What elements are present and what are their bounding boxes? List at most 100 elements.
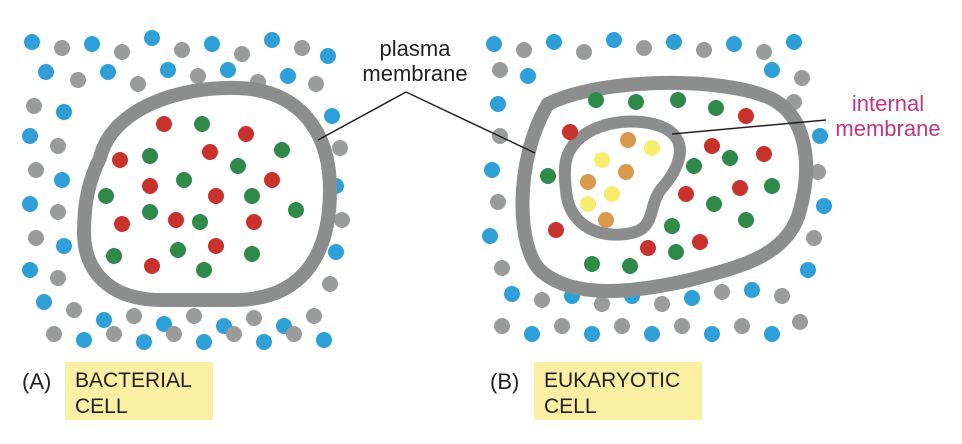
green-molecule	[230, 158, 246, 174]
blue-molecule	[606, 32, 622, 48]
grey-molecule	[792, 314, 808, 330]
green-molecule	[274, 142, 290, 158]
red-molecule	[548, 222, 564, 238]
blue-molecule	[316, 332, 332, 348]
red-molecule	[208, 188, 224, 204]
grey-molecule	[308, 76, 324, 92]
grey-molecule	[28, 162, 44, 178]
grey-molecule	[66, 302, 82, 318]
internal-label-line1: internal	[851, 91, 925, 116]
plasma-label-line2: membrane	[362, 61, 468, 86]
blue-molecule	[704, 326, 720, 342]
green-molecule	[628, 94, 644, 110]
blue-molecule	[100, 64, 116, 80]
grey-molecule	[674, 318, 690, 334]
blue-molecule	[328, 244, 344, 260]
grey-molecule	[636, 40, 652, 56]
grey-molecule	[806, 230, 822, 246]
orange-molecule	[580, 174, 596, 190]
internal-label-line2: membrane	[835, 116, 941, 141]
internal-leader	[671, 119, 827, 135]
green-molecule	[764, 178, 780, 194]
blue-molecule	[786, 34, 802, 50]
green-molecule	[288, 202, 304, 218]
green-molecule	[194, 116, 210, 132]
grey-molecule	[106, 326, 122, 342]
blue-molecule	[764, 62, 780, 78]
blue-molecule	[684, 290, 700, 306]
red-molecule	[678, 186, 694, 202]
red-molecule	[264, 172, 280, 188]
blue-molecule	[156, 316, 172, 332]
plasma-membrane-label: plasma membrane	[360, 36, 470, 86]
grey-molecule	[334, 212, 350, 228]
blue-molecule	[546, 34, 562, 50]
red-molecule	[238, 126, 254, 142]
internal-membrane-label: internal membrane	[826, 91, 950, 141]
red-molecule	[732, 180, 748, 196]
red-molecule	[142, 178, 158, 194]
orange-molecule	[620, 132, 636, 148]
red-molecule	[202, 144, 218, 160]
grey-molecule	[70, 72, 86, 88]
grey-molecule	[494, 260, 510, 276]
grey-molecule	[534, 292, 550, 308]
blue-molecule	[38, 64, 54, 80]
blue-molecule	[490, 96, 506, 112]
red-molecule	[756, 146, 772, 162]
green-molecule	[244, 188, 260, 204]
blue-molecule	[56, 104, 72, 120]
blue-molecule	[520, 68, 536, 84]
blue-molecule	[524, 326, 540, 342]
panel-b-title-box: EUKARYOTIC CELL	[534, 362, 702, 420]
grey-molecule	[576, 44, 592, 60]
blue-molecule	[196, 334, 212, 350]
grey-molecule	[50, 270, 66, 286]
blue-molecule	[584, 326, 600, 342]
grey-molecule	[246, 310, 262, 326]
grey-molecule	[554, 318, 570, 334]
yellow-molecule	[594, 152, 610, 168]
grey-molecule	[756, 44, 772, 60]
grey-molecule	[50, 138, 66, 154]
green-molecule	[244, 246, 260, 262]
grey-molecule	[492, 62, 508, 78]
blue-molecule	[744, 282, 760, 298]
grey-molecule	[494, 318, 510, 334]
yellow-molecule	[604, 186, 620, 202]
grey-molecule	[810, 164, 826, 180]
green-molecule	[170, 242, 186, 258]
grey-molecule	[50, 204, 66, 220]
blue-molecule	[816, 198, 832, 214]
green-molecule	[176, 172, 192, 188]
green-molecule	[142, 204, 158, 220]
green-molecule	[584, 256, 600, 272]
blue-molecule	[726, 36, 742, 52]
blue-molecule	[36, 294, 52, 310]
grey-molecule	[286, 326, 302, 342]
green-molecule	[722, 150, 738, 166]
green-molecule	[668, 244, 684, 260]
yellow-molecule	[644, 140, 660, 156]
blue-molecule	[666, 34, 682, 50]
grey-molecule	[654, 296, 670, 312]
red-molecule	[640, 240, 656, 256]
orange-molecule	[598, 212, 614, 228]
green-molecule	[686, 158, 702, 174]
green-molecule	[540, 168, 556, 184]
panel-b-letter: (B)	[490, 369, 520, 394]
blue-molecule	[22, 128, 38, 144]
blue-molecule	[24, 34, 40, 50]
grey-molecule	[126, 308, 142, 324]
grey-molecule	[322, 276, 338, 292]
blue-molecule	[96, 312, 112, 328]
blue-molecule	[22, 196, 38, 212]
grey-molecule	[130, 76, 146, 92]
grey-molecule	[490, 194, 506, 210]
plasma-leader-left	[317, 91, 407, 141]
orange-molecule	[618, 164, 634, 180]
red-molecule	[168, 212, 184, 228]
panel-a-title-line2: CELL	[75, 395, 128, 418]
grey-molecule	[714, 284, 730, 300]
red-molecule	[208, 238, 224, 254]
